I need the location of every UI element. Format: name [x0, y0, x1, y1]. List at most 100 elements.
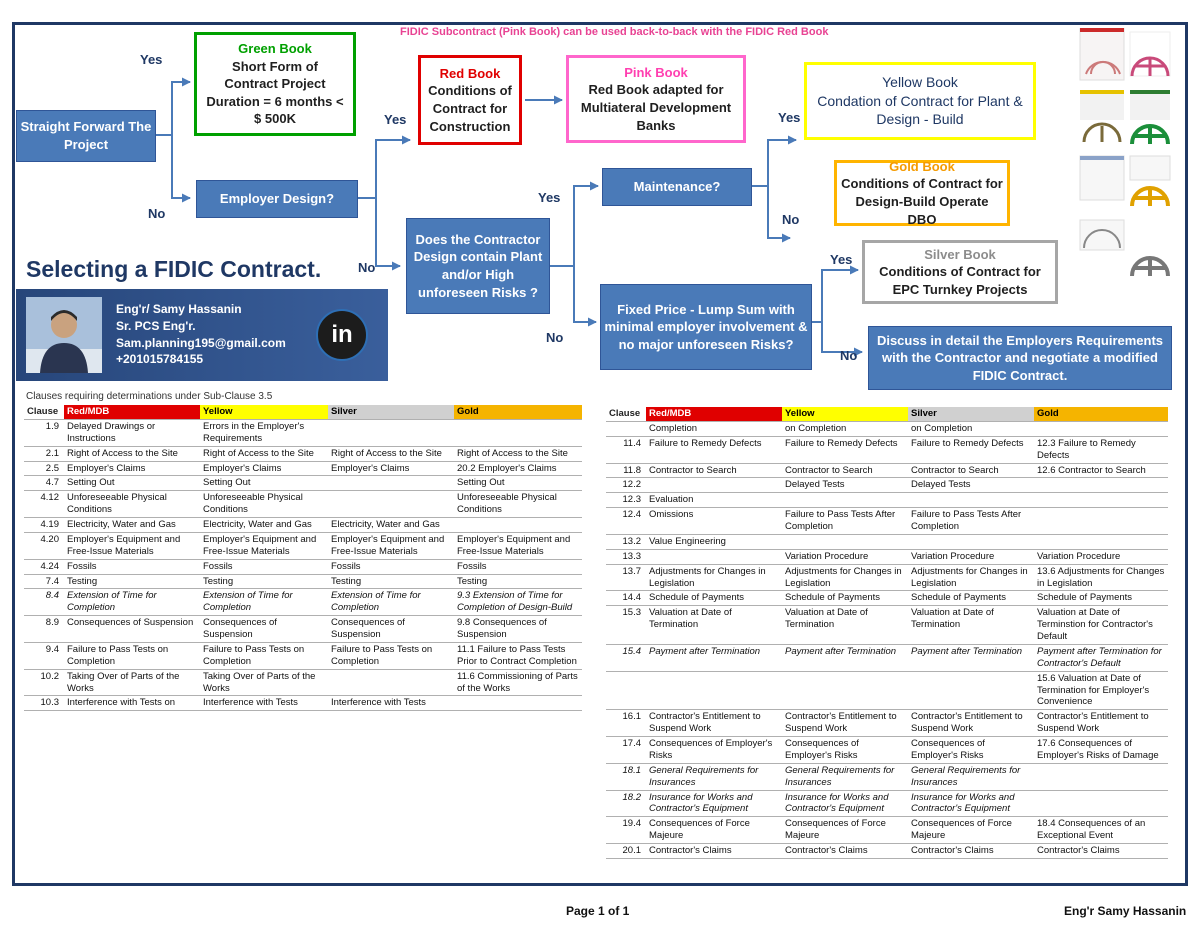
start-text: Straight Forward The Project: [20, 119, 152, 152]
table-row: 16.1 Contractor's Entitlement to Suspend …: [606, 709, 1168, 737]
gold-cell: [1034, 492, 1168, 509]
silver-cell: Extension of Time for Completion: [328, 588, 454, 617]
green-book-desc: Short Form of Contract Project Duration …: [206, 58, 344, 127]
red-cell: [646, 549, 782, 565]
clause-cell: 19.4: [606, 816, 646, 844]
red-book-box: Red Book Conditions of Contract for Cons…: [418, 55, 522, 145]
yellow-cell: Contractor's Entitlement to Suspend Work: [782, 709, 908, 737]
gold-cell: [454, 695, 582, 712]
yellow-cell: Electricity, Water and Gas: [200, 517, 328, 533]
gold-book-box: Gold Book Conditions of Contract for Des…: [834, 158, 1010, 227]
red-cell: Delayed Drawings or Instructions: [64, 419, 200, 447]
yellow-cell: Failure to Remedy Defects: [782, 436, 908, 464]
clause-cell: 4.20: [24, 532, 64, 560]
gold-cell: 12.3 Failure to Remedy Defects: [1034, 436, 1168, 464]
silver-cell: Contractor to Search: [908, 463, 1034, 479]
header-yellow: Yellow: [782, 407, 908, 422]
green-book-title: Green Book: [238, 41, 312, 57]
silver-cell: Delayed Tests: [908, 477, 1034, 494]
red-cell: Failure to Remedy Defects: [646, 436, 782, 464]
red-cell: Consequences of Employer's Risks: [646, 736, 782, 764]
yes-label-yellow: Yes: [778, 110, 801, 125]
profile-email[interactable]: Sam.planning195@gmail.com: [116, 335, 286, 350]
clause-cell: 9.4: [24, 642, 64, 670]
clause-cell: 12.4: [606, 507, 646, 535]
discuss-box: Discuss in detail the Employers Requirem…: [868, 326, 1172, 390]
gold-book-title: Gold Book: [889, 158, 955, 174]
silver-cell: Adjustments for Changes in Legislation: [908, 564, 1034, 592]
book-covers-icon: [1079, 27, 1171, 277]
no-label-fixed: No: [546, 330, 564, 345]
silver-cell: [328, 490, 454, 518]
silver-cell: General Requirements for Insurances: [908, 763, 1034, 791]
red-cell: Valuation at Date of Termination: [646, 605, 782, 645]
gold-cell: 11.6 Commissioning of Parts of the Works: [454, 669, 582, 697]
yellow-book-box: Yellow Book Condation of Contract for Pl…: [804, 62, 1036, 140]
red-cell: Failure to Pass Tests on Completion: [64, 642, 200, 670]
clause-cell: 7.4: [24, 574, 64, 590]
yellow-cell: Contractor to Search: [782, 463, 908, 479]
silver-cell: Fossils: [328, 559, 454, 575]
yellow-cell: Employer's Claims: [200, 461, 328, 477]
profile-card: Eng'r/ Samy Hassanin Sr. PCS Eng'r. Sam.…: [16, 289, 388, 381]
discuss-text: Discuss in detail the Employers Requirem…: [876, 332, 1164, 383]
clause-cell: 15.3: [606, 605, 646, 645]
red-cell: General Requirements for Insurances: [646, 763, 782, 791]
clause-cell: 18.2: [606, 790, 646, 818]
gold-cell: Schedule of Payments: [1034, 590, 1168, 607]
red-cell: [646, 477, 782, 494]
silver-cell: [328, 475, 454, 492]
yellow-book-title: Yellow Book: [882, 73, 958, 90]
no-label-discuss: No: [840, 348, 858, 363]
person-icon: [26, 297, 102, 373]
gold-cell: 15.6 Valuation at Date of Termination fo…: [1034, 671, 1168, 711]
silver-cell: [908, 534, 1034, 550]
silver-cell: Consequences of Employer's Risks: [908, 736, 1034, 764]
start-box: Straight Forward The Project: [16, 110, 156, 162]
clause-cell: 14.4: [606, 590, 646, 607]
silver-cell: Failure to Pass Tests on Completion: [328, 642, 454, 670]
silver-cell: Contractor's Entitlement to Suspend Work: [908, 709, 1034, 737]
clause-cell: 16.1: [606, 709, 646, 737]
clause-cell: 13.2: [606, 534, 646, 550]
gold-cell: Valuation at Date of Terminstion for Con…: [1034, 605, 1168, 645]
fixed-price-text: Fixed Price - Lump Sum with minimal empl…: [604, 301, 808, 352]
yellow-book-desc: Condation of Contract for Plant & Design…: [817, 92, 1023, 128]
gold-cell: [1034, 421, 1168, 437]
employer-design-text: Employer Design?: [219, 191, 335, 207]
table-header-row: Clause Red/MDB Yellow Silver Gold: [24, 405, 582, 420]
linkedin-icon[interactable]: in: [316, 309, 368, 361]
profile-name: Eng'r/ Samy Hassanin: [116, 302, 242, 316]
red-cell: Right of Access to the Site: [64, 446, 200, 462]
clause-cell: 10.2: [24, 669, 64, 697]
gold-cell: 20.2 Employer's Claims: [454, 461, 582, 477]
gold-cell: [1034, 507, 1168, 535]
gold-cell: 17.6 Consequences of Employer's Risks of…: [1034, 736, 1168, 764]
yellow-cell: Right of Access to the Site: [200, 446, 328, 462]
gold-cell: 13.6 Adjustments for Changes in Legislat…: [1034, 564, 1168, 592]
profile-role: Sr. PCS Eng'r.: [116, 318, 196, 333]
clause-cell: [606, 671, 646, 711]
clause-cell: 8.9: [24, 615, 64, 643]
book-cover-thumbnails: [1078, 27, 1174, 278]
gold-cell: Right of Access to the Site: [454, 446, 582, 462]
header-silver: Silver: [908, 407, 1034, 422]
silver-cell: Contractor's Claims: [908, 843, 1034, 859]
clause-cell: 15.4: [606, 644, 646, 672]
silver-cell: Right of Access to the Site: [328, 446, 454, 462]
gold-cell: 9.3 Extension of Time for Completion of …: [454, 588, 582, 617]
clause-cell: 11.8: [606, 463, 646, 479]
fixed-price-box: Fixed Price - Lump Sum with minimal empl…: [600, 284, 812, 370]
